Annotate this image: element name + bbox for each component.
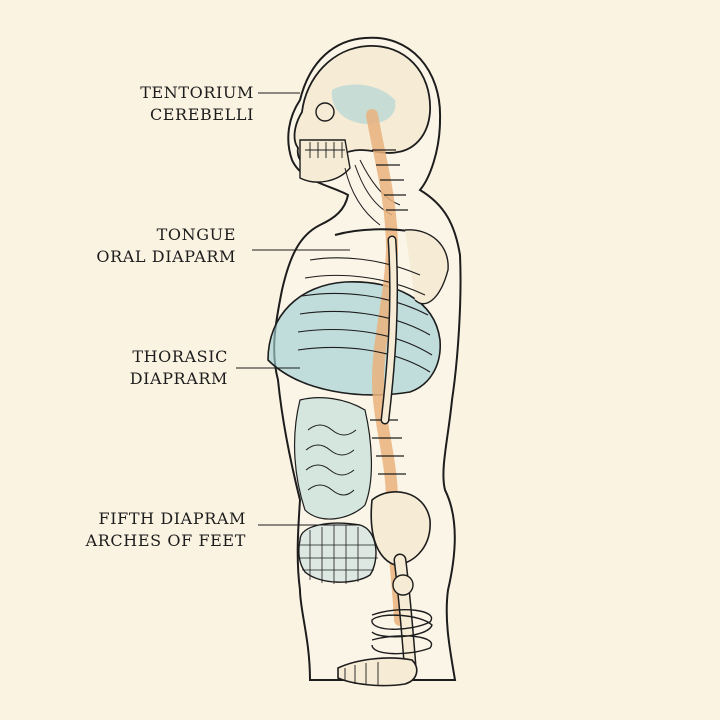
scapula-shape [404, 229, 449, 305]
knee-joint [392, 574, 414, 596]
pelvic-floor-mesh [300, 525, 378, 584]
label-line: DIAPRARM [129, 369, 228, 388]
label-line: ORAL DIAPARM [96, 247, 236, 266]
abdomen-organs-shape [293, 397, 372, 520]
label-tentorium-cerebelli: TENTORIUM CEREBELLI [140, 82, 254, 126]
intestines-shape [305, 424, 357, 496]
label-tongue-oral-diaphragm: TONGUE ORAL DIAPARM [96, 224, 236, 268]
foot-shape [337, 657, 418, 687]
pelvic-floor-shape [298, 522, 377, 583]
jaw-shape [299, 139, 351, 183]
label-line: TONGUE [156, 225, 236, 244]
teeth-lines [305, 142, 345, 158]
label-line: TENTORIUM [140, 83, 254, 102]
spring-coil [371, 608, 433, 655]
label-thorasic-diaphragm: THORASIC DIAPRARM [130, 346, 228, 390]
tentorium-region [331, 84, 396, 125]
ribcage [297, 257, 433, 373]
toe-lines [344, 662, 379, 685]
femur-fill [395, 555, 415, 670]
label-line: FIFTH DIAPRAM [98, 509, 246, 528]
label-line: ARCHES OF FEET [85, 531, 246, 550]
label-line: THORASIC [132, 347, 228, 366]
pelvis-shape [370, 491, 431, 566]
label-line: CEREBELLI [149, 105, 254, 124]
arm-bone-fill [382, 237, 397, 423]
eye-orbit [315, 102, 335, 122]
label-fifth-diaphragm: FIFTH DIAPRAM ARCHES OF FEET [86, 508, 246, 552]
